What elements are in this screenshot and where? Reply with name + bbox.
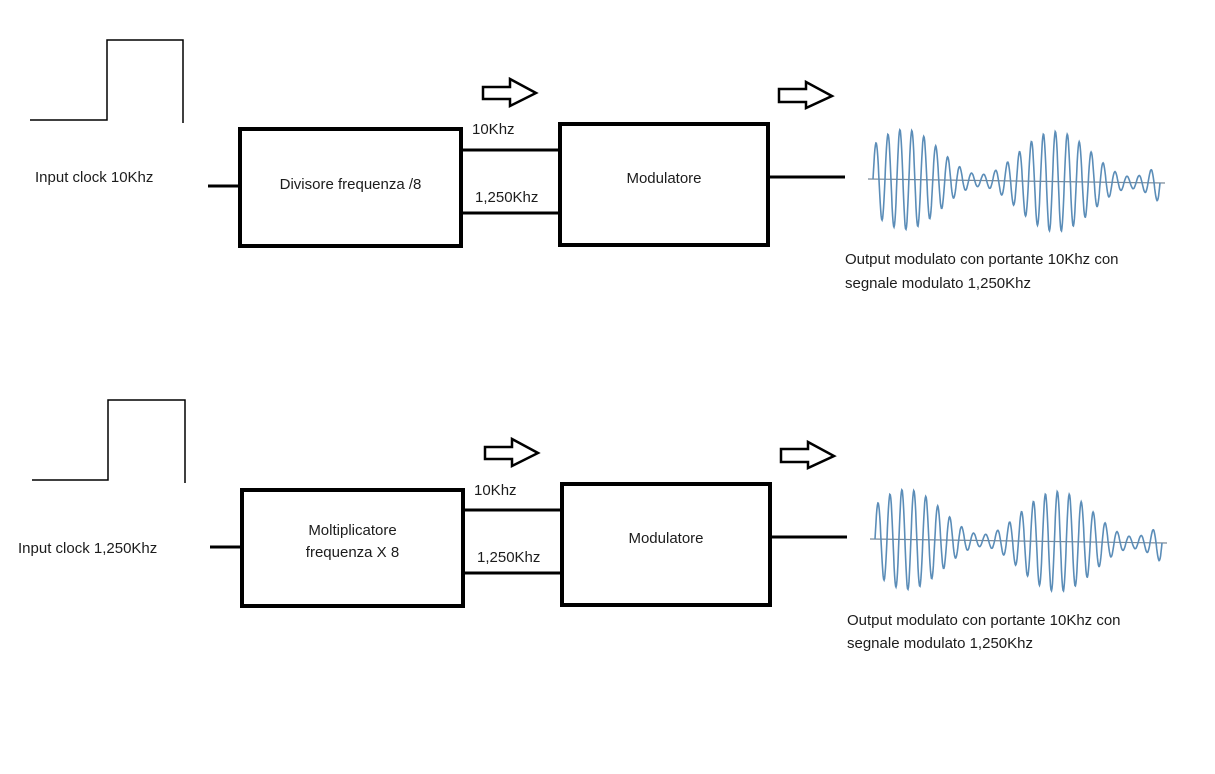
outline-right-arrow-icon — [483, 436, 541, 469]
frequency-divider-block: Divisore frequenza /8 — [238, 127, 463, 248]
frequency-multiplier-block: Moltiplicatore frequenza X 8 — [240, 488, 465, 608]
input-label: Input clock 10Khz — [35, 169, 154, 186]
input-label: Input clock 1,250Khz — [18, 540, 158, 557]
frequency-divider-label: Divisore frequenza /8 — [279, 175, 422, 193]
modulator-label: Modulatore — [626, 169, 702, 187]
am-modulated-wave-icon — [867, 127, 1166, 233]
signal-10khz-label: 10Khz — [474, 482, 517, 499]
signal-1250khz-label: 1,250Khz — [477, 549, 541, 566]
outline-right-arrow-icon — [779, 439, 837, 470]
output-caption-line2: segnale modulato 1,250Khz — [845, 275, 1031, 292]
outline-right-arrow-icon — [481, 76, 539, 109]
square-pulse-icon — [32, 399, 186, 483]
frequency-multiplier-label: Moltiplicatore frequenza X 8 — [305, 522, 400, 561]
outline-right-arrow-icon — [777, 79, 835, 110]
signal-1250khz-label: 1,250Khz — [475, 189, 539, 206]
modulator-block: Modulatore — [558, 122, 770, 247]
output-caption-line2: segnale modulato 1,250Khz — [847, 635, 1033, 652]
am-modulated-wave-icon — [869, 487, 1168, 593]
wave-path — [874, 487, 1163, 593]
output-caption-line1: Output modulato con portante 10Khz con — [847, 612, 1121, 629]
output-caption-line1: Output modulato con portante 10Khz con — [845, 251, 1119, 268]
modulator-block: Modulatore — [560, 482, 772, 607]
square-pulse-icon — [30, 39, 184, 123]
signal-10khz-label: 10Khz — [472, 121, 515, 138]
wave-path — [872, 127, 1161, 233]
modulator-label: Modulatore — [628, 529, 704, 547]
